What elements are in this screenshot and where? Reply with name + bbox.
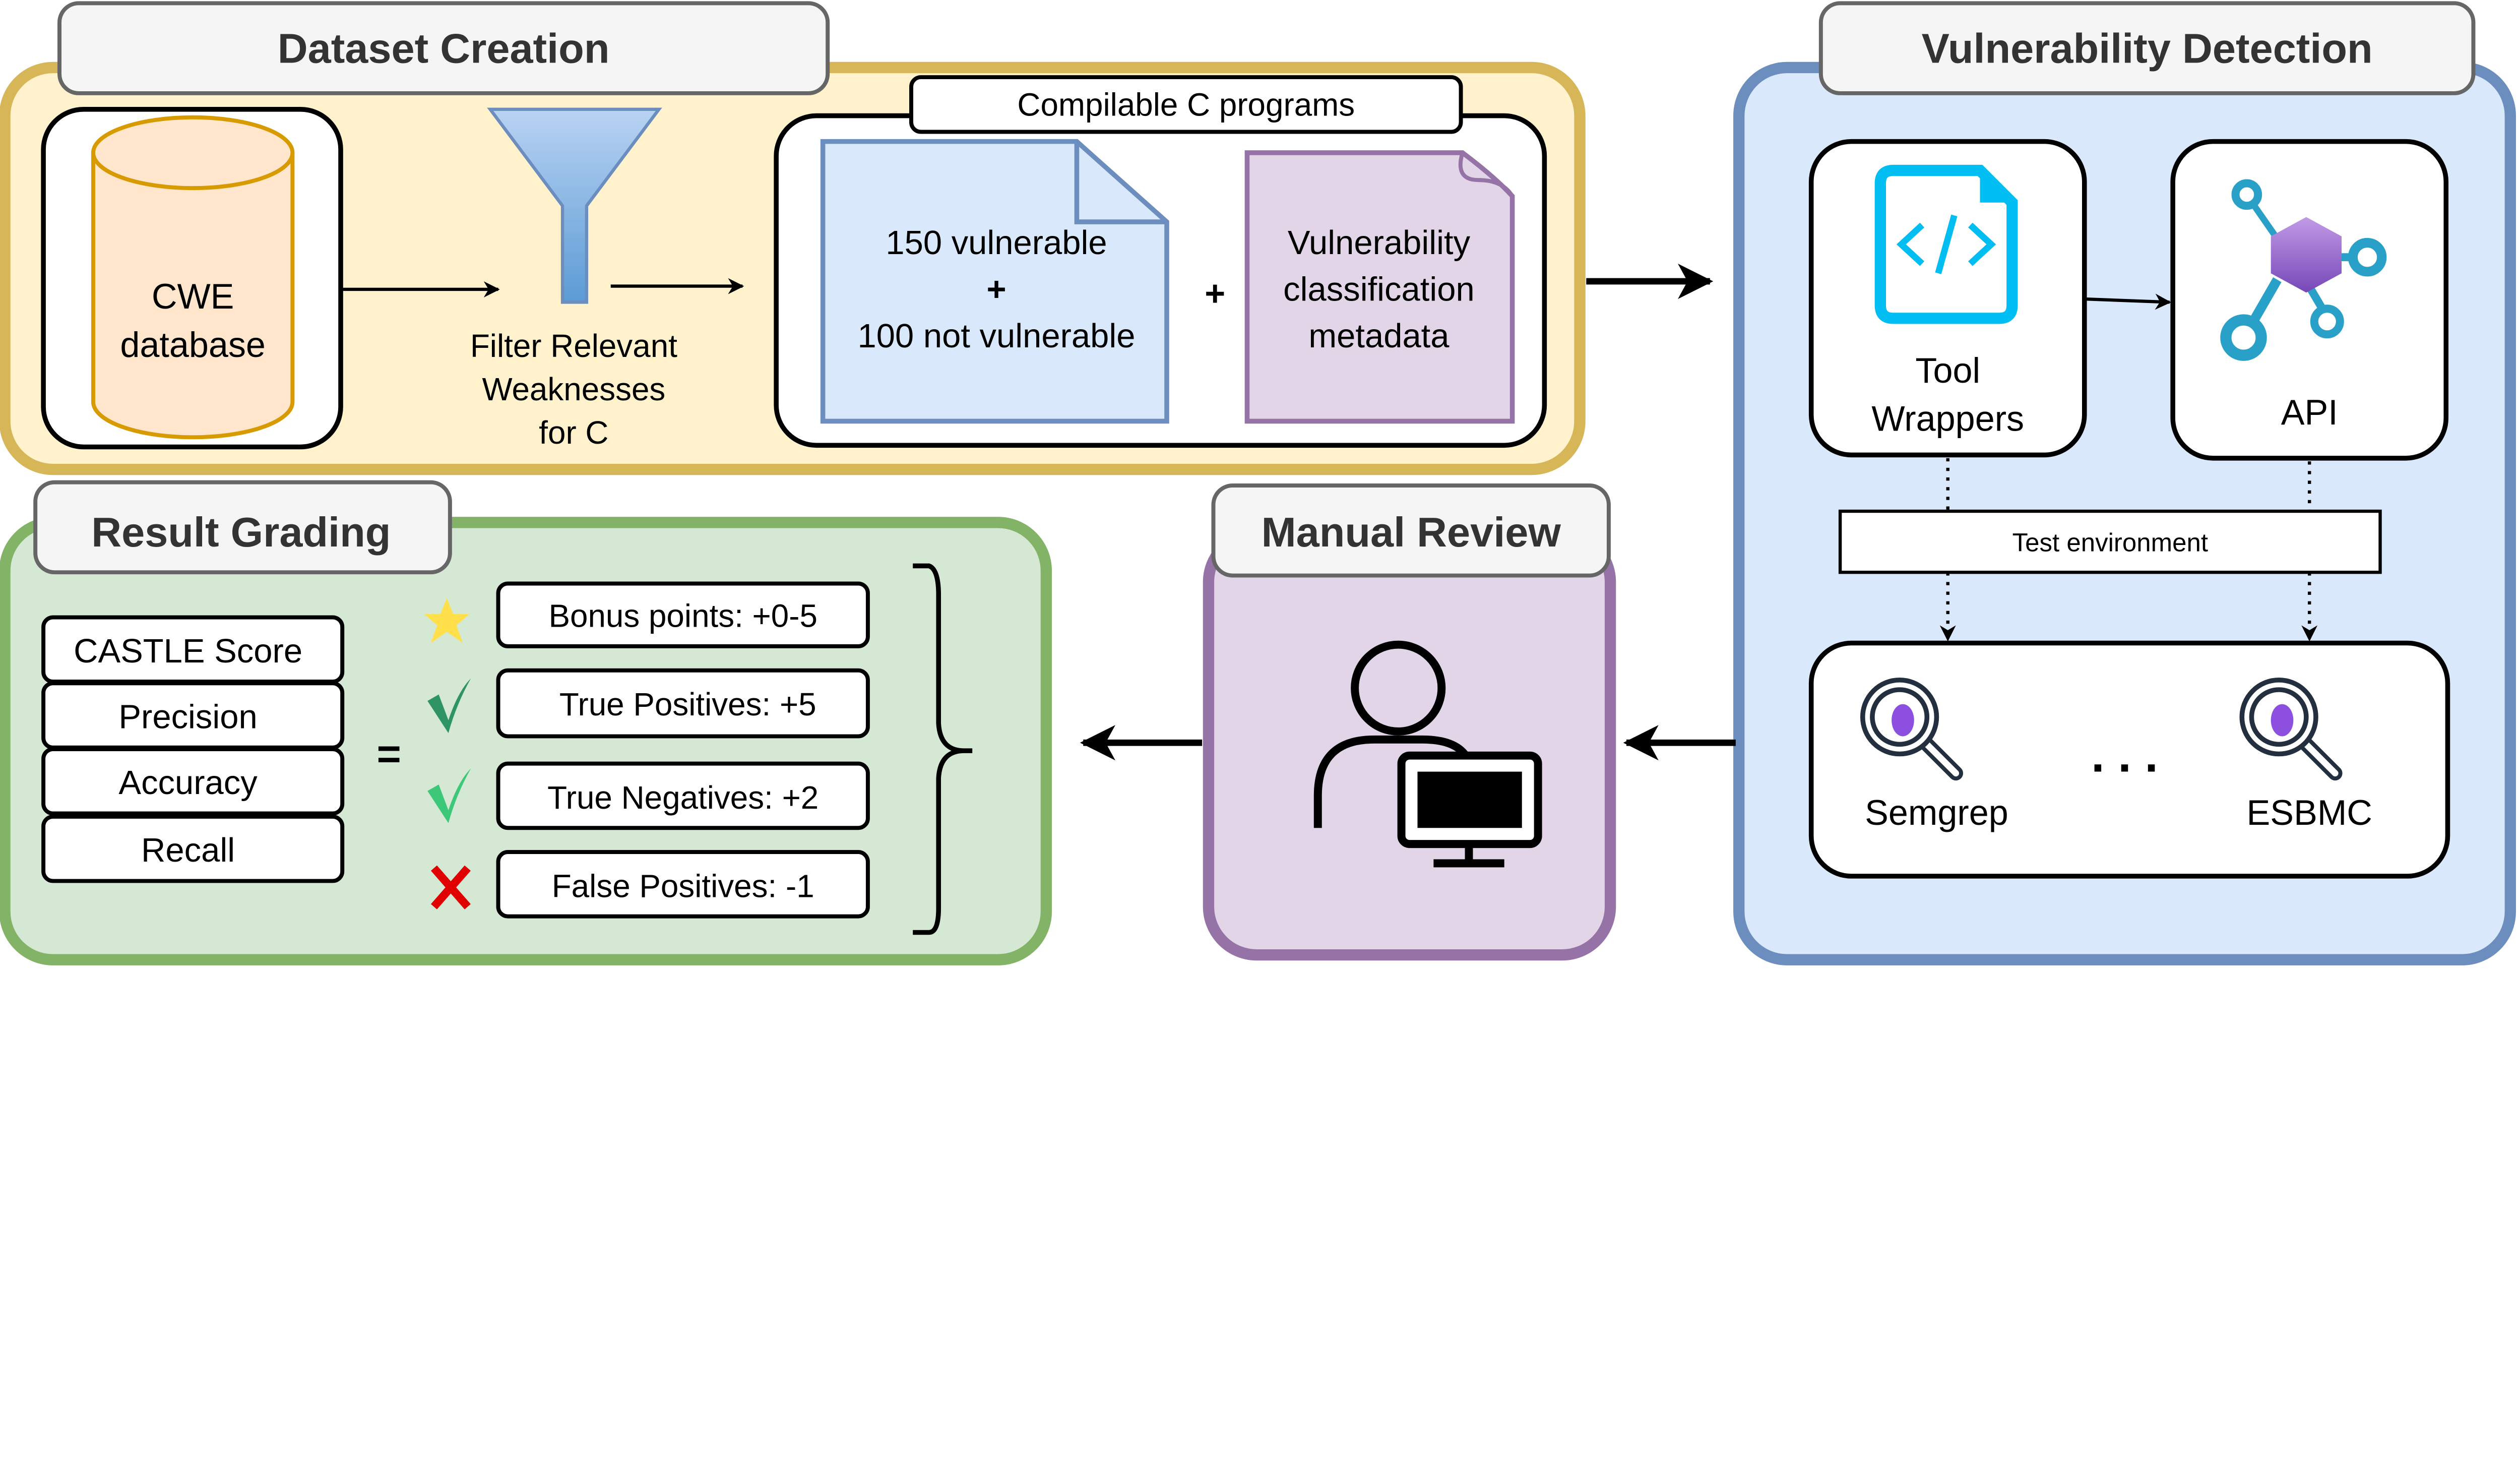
pipeline-diagram: Dataset Creation CWE database Filter Rel… [0,1,2516,965]
vulnerability-detection-tab [1818,1,2476,95]
vulnerability-detection-title: Vulnerability Detection [1922,25,2373,72]
arrow-wrappers-to-api [2084,293,2171,310]
database-label: database [120,325,266,365]
star-icon [424,598,470,643]
dataset-creation-title: Dataset Creation [278,25,610,72]
metric-box [41,747,345,816]
test-environment-box [1838,509,2382,574]
cwe-label: CWE [152,276,234,316]
filter-label-3: for C [539,414,608,451]
score-box [496,850,870,919]
metric-recall: Recall [141,831,235,869]
person-computer-icon [1313,640,1542,868]
semgrep-label: Semgrep [1865,793,2008,832]
manual-review-panel: Manual Review [1203,483,1616,961]
score-bonus: Bonus points: +0-5 [548,598,817,634]
diagram-frame: Dataset Creation CWE database Filter Rel… [0,1,2516,965]
score-box [496,761,870,830]
check-icon [427,768,471,823]
metric-box [41,814,345,883]
api-box [2170,139,2449,461]
result-grading-title: Result Grading [91,509,391,556]
curly-brace [913,563,973,935]
score-box [496,581,870,648]
test-environment-label: Test environment [2012,528,2208,557]
filter-label-2: Weaknesses [482,371,665,407]
score-true-negatives: True Negatives: +2 [547,779,818,816]
ellipsis: . . . [2091,728,2158,782]
check-icon [427,678,471,734]
bug-search-icon [2239,678,2343,781]
metric-precision: Precision [118,698,257,736]
funnel-icon [487,107,662,304]
doc-plus: + [986,270,1006,308]
programs-label: Compilable C programs [1017,87,1355,123]
database-cylinder-icon [91,115,295,440]
metric-castle-score: CASTLE Score [74,632,302,670]
dataset-creation-panel: Dataset Creation CWE database Filter Rel… [0,1,1586,475]
metadata-label-3: metadata [1308,317,1450,355]
vulnerability-detection-panel: Vulnerability Detection Tool Wrappers AP… [1733,1,2516,965]
dataset-creation-tab [57,1,830,95]
metadata-label-2: classification [1283,270,1475,308]
cross-icon [430,865,471,909]
result-grading-tab [33,480,452,575]
esbmc-label: ESBMC [2247,793,2372,832]
metric-accuracy: Accuracy [118,764,258,802]
tool-label: Tool [1915,350,1980,390]
bug-search-icon [1860,678,1964,781]
document-icon [820,139,1169,424]
code-file-icon [1874,164,2018,324]
wrappers-label: Wrappers [1871,399,2024,439]
manual-review-tab [1211,483,1611,578]
filter-label-1: Filter Relevant [470,328,677,364]
manual-review-title: Manual Review [1262,509,1561,556]
score-box [496,668,870,739]
equals-sign: = [376,731,401,777]
score-true-positives: True Positives: +5 [559,686,816,722]
score-false-positives: False Positives: -1 [552,868,814,904]
api-label: API [2281,392,2338,432]
api-hub-icon [2220,179,2387,361]
result-grading-panel: Result Grading CASTLE Score Precision Ac… [0,480,1052,965]
programs-label-tab [909,75,1463,134]
not-vulnerable-count: 100 not vulnerable [858,317,1136,355]
vulnerable-count: 150 vulnerable [886,224,1107,262]
metadata-document-icon [1244,150,1515,424]
plus-sign: + [1205,273,1225,313]
metadata-label-1: Vulnerability [1288,224,1471,262]
